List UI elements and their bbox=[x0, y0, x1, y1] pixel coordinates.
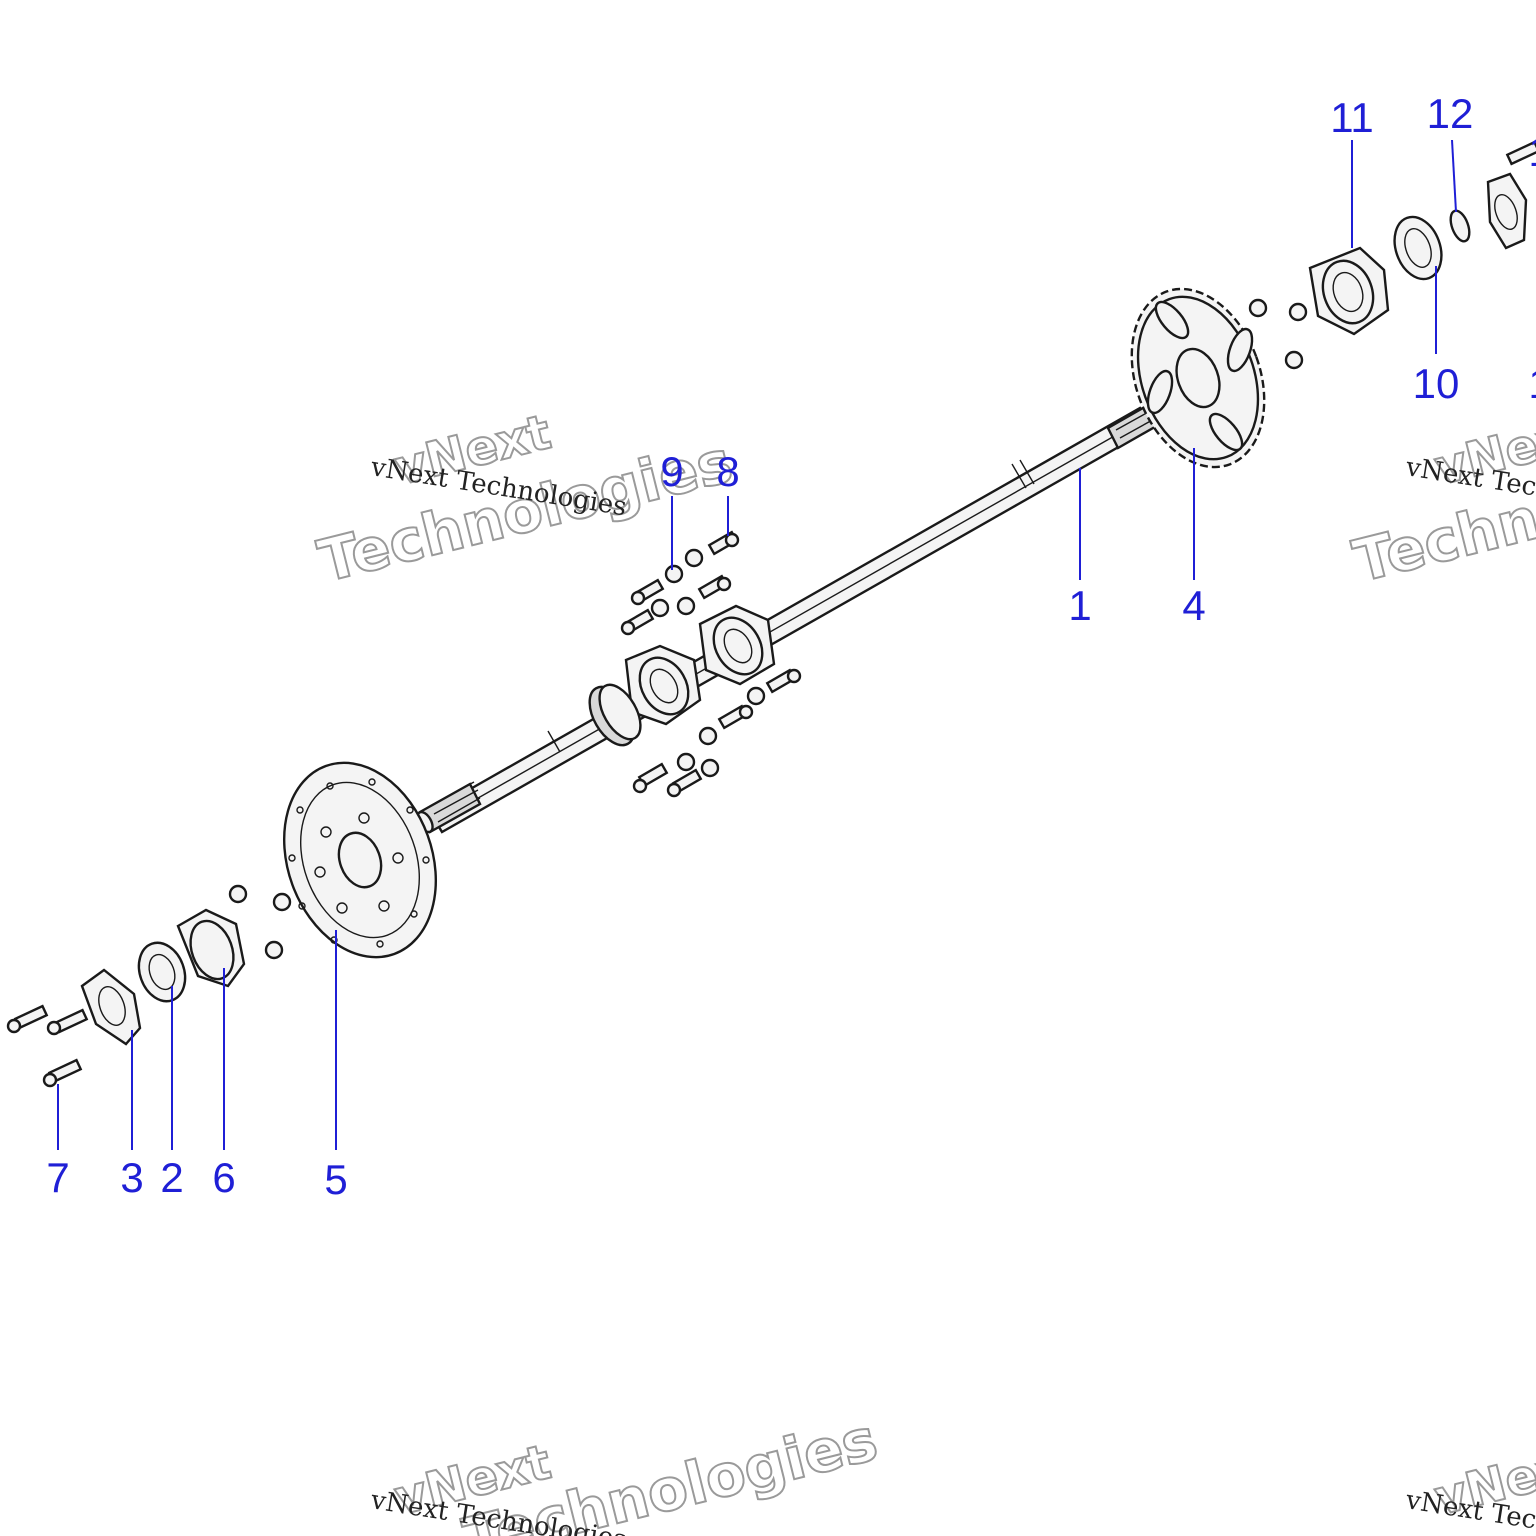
callout-11: 11 bbox=[1330, 94, 1374, 141]
watermark-bottom-left: vNext Technologies vNext Technologies bbox=[368, 1404, 885, 1536]
bearing-housing-right bbox=[1308, 246, 1390, 336]
bolt-icon bbox=[620, 608, 655, 636]
flange-bolts-left bbox=[6, 1004, 89, 1088]
nut-icon bbox=[746, 686, 766, 706]
callout-13-partial: 1 bbox=[1528, 128, 1536, 175]
brake-disc bbox=[282, 761, 438, 959]
hub-fasteners bbox=[620, 530, 802, 798]
callout-6: 6 bbox=[212, 1154, 235, 1201]
bolt-icon bbox=[697, 574, 732, 600]
nut-icon bbox=[1248, 298, 1268, 318]
nut-icon bbox=[700, 758, 720, 778]
nut-icon bbox=[676, 752, 696, 772]
flange-plate-left bbox=[80, 968, 142, 1046]
bolt-icon bbox=[630, 578, 665, 606]
bolt-icon bbox=[717, 704, 754, 730]
hub-inner bbox=[624, 644, 702, 726]
bearing-left bbox=[137, 941, 187, 1003]
callout-3: 3 bbox=[120, 1154, 143, 1201]
nut-icon bbox=[264, 940, 284, 960]
bolt-icon bbox=[632, 762, 669, 794]
axle-shaft bbox=[416, 402, 1166, 834]
bolt-icon bbox=[666, 768, 703, 798]
callout-4: 4 bbox=[1182, 582, 1205, 629]
bolt-icon bbox=[6, 1004, 49, 1034]
bearing-housing-left bbox=[176, 908, 246, 988]
bolt-icon bbox=[765, 668, 802, 694]
callout-labels: 1 2 3 4 5 6 7 8 9 10 11 12 1 1 bbox=[46, 90, 1536, 1203]
callout-10: 10 bbox=[1413, 360, 1460, 407]
nut-icon bbox=[684, 548, 704, 568]
nut-icon bbox=[1288, 302, 1308, 322]
callout-1: 1 bbox=[1068, 582, 1091, 629]
nut-icon bbox=[228, 884, 248, 904]
drive-gear bbox=[588, 683, 642, 747]
callout-9: 9 bbox=[660, 448, 683, 495]
callout-5: 5 bbox=[324, 1156, 347, 1203]
watermark-bottom-right: vNext vNext Technologies bbox=[1403, 1433, 1536, 1536]
hub-outer bbox=[698, 604, 776, 686]
bolt-icon bbox=[42, 1058, 83, 1088]
watermark-top-right: vNext Technologies vNext Technologies bbox=[1346, 403, 1536, 596]
nut-icon bbox=[676, 596, 696, 616]
bearing-right bbox=[1393, 215, 1443, 281]
callout-14-partial: 1 bbox=[1528, 360, 1536, 407]
callout-8: 8 bbox=[716, 448, 739, 495]
bolt-icon bbox=[1505, 140, 1536, 166]
nut-icon bbox=[664, 564, 684, 584]
callout-7: 7 bbox=[46, 1154, 69, 1201]
nut-icon bbox=[698, 726, 718, 746]
snap-ring-right bbox=[1449, 209, 1471, 243]
nut-icon bbox=[272, 892, 292, 912]
bolt-icon bbox=[46, 1008, 89, 1036]
bolt-icon bbox=[707, 530, 740, 556]
nut-icon bbox=[1284, 350, 1304, 370]
callout-12: 12 bbox=[1427, 90, 1474, 137]
callout-2: 2 bbox=[160, 1154, 183, 1201]
nut-icon bbox=[650, 598, 670, 618]
flange-plate-right bbox=[1486, 140, 1536, 250]
sprocket bbox=[1130, 287, 1308, 469]
disc-nuts bbox=[228, 884, 292, 960]
leader-lines bbox=[57, 139, 1457, 1150]
